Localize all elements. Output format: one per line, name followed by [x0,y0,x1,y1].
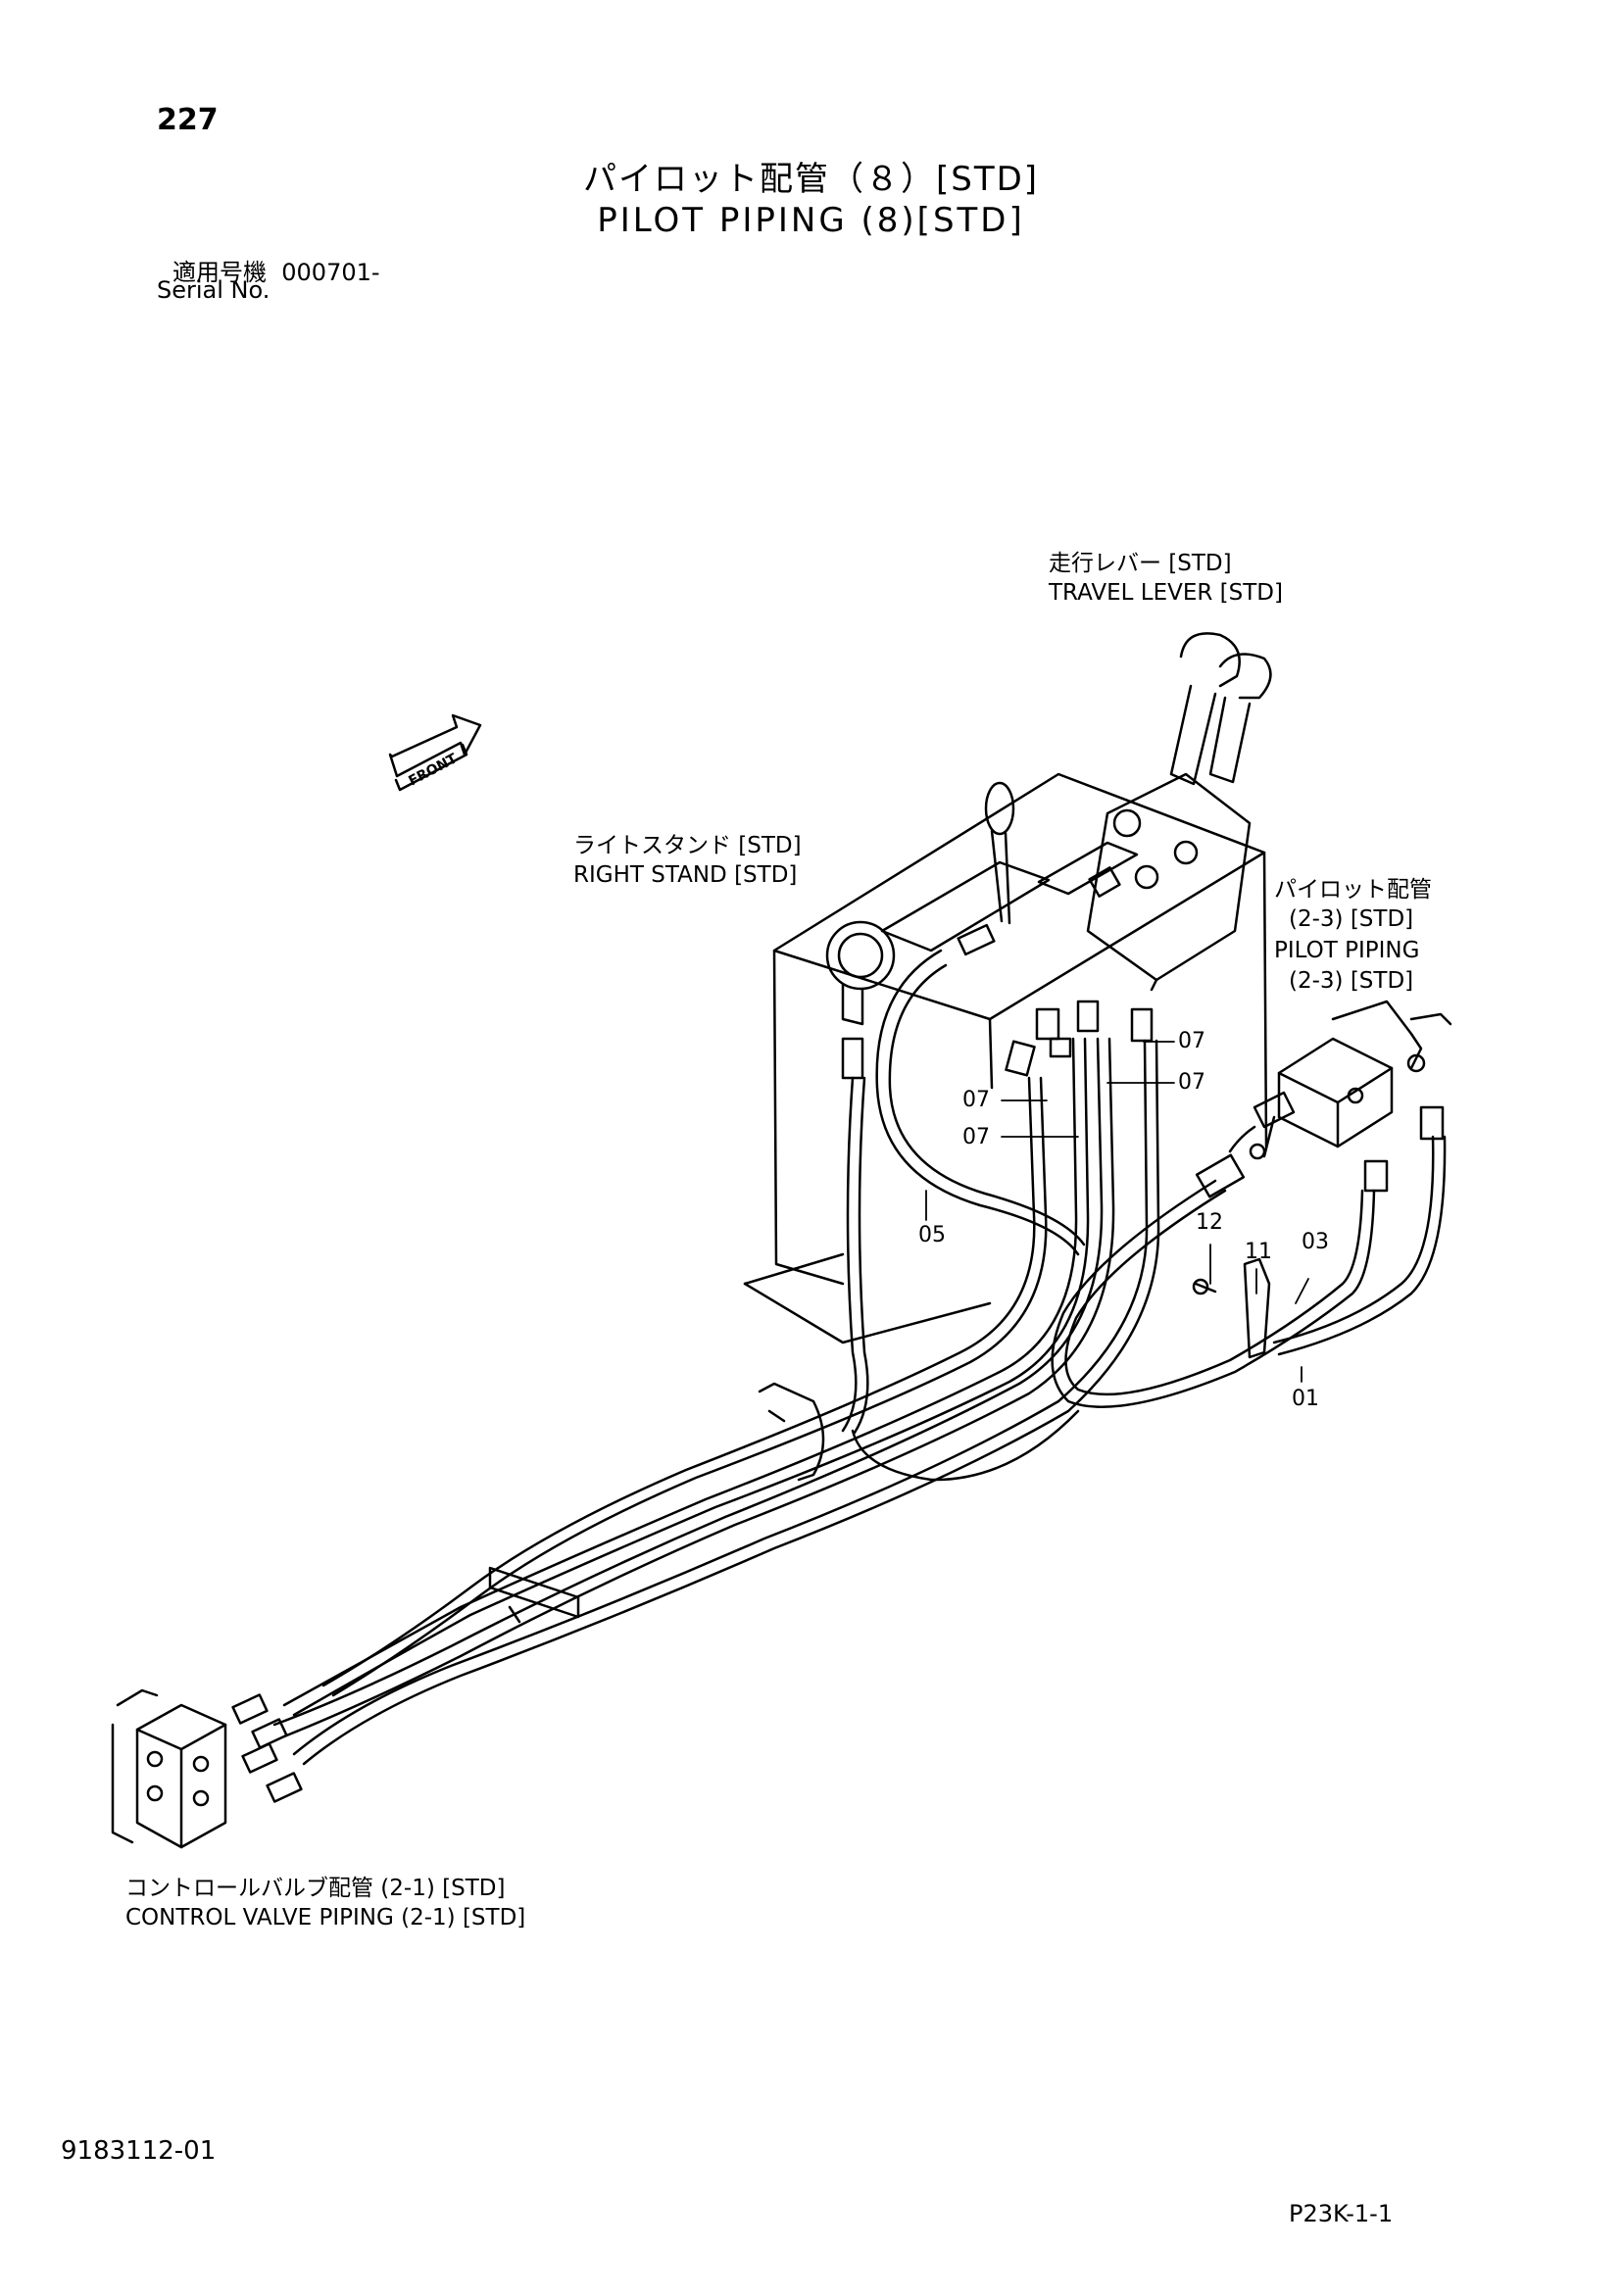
serial-label-jp: 適用号機 000701- [172,253,380,287]
right-stand-label-en: RIGHT STAND [STD] [573,862,798,888]
pilot-piping-label-en: PILOT PIPING [1274,938,1420,963]
control-valve [111,1688,303,1849]
control-valve-label-en: CONTROL VALVE PIPING (2-1) [STD] [125,1905,526,1930]
callout-07-b: 07 [1178,1070,1205,1095]
page-number: 227 [157,103,219,137]
travel-lever [1086,632,1272,992]
pilot-piping-ref-2: (2-3) [STD] [1289,968,1414,994]
front-arrow-icon [388,713,482,792]
callout-07-d: 07 [962,1125,990,1149]
pilot-piping-ref-1: (2-3) [STD] [1289,906,1414,932]
document-number: 9183112-01 [61,2136,217,2166]
callout-05: 05 [918,1223,946,1247]
right-stand-label-jp: ライトスタンド [STD] [573,833,802,858]
serial-label-jp-text: 適用号機 [172,259,267,286]
hose-fittings-top [841,866,1445,1198]
travel-lever-label-jp: 走行レバー [STD] [1049,551,1232,576]
lever-knob [984,781,1015,925]
serial-label-en: Serial No. [157,276,270,304]
callout-07-c: 07 [962,1088,990,1112]
hose-clamps [488,1257,1271,1624]
serial-value: 000701- [281,259,380,286]
control-valve-label-jp: コントロールバルブ配管 (2-1) [STD] [125,1876,506,1901]
callout-07-a: 07 [1178,1029,1205,1053]
callout-03: 03 [1302,1230,1329,1254]
callout-11: 11 [1245,1240,1272,1264]
title-english: PILOT PIPING (8)[STD] [597,201,1025,240]
pilot-valve-block [1228,1000,1452,1160]
callout-01: 01 [1292,1387,1319,1411]
travel-lever-label-en: TRAVEL LEVER [STD] [1049,580,1283,606]
page-code: P23K-1-1 [1289,2200,1394,2227]
hose-bundle [272,949,1447,1766]
right-stand-body [743,772,1268,1344]
title-japanese: パイロット配管（８）[STD] [582,160,1040,199]
callout-leaders [925,1041,1309,1383]
callout-12: 12 [1196,1210,1223,1235]
pilot-piping-label-jp: パイロット配管 [1274,877,1432,903]
